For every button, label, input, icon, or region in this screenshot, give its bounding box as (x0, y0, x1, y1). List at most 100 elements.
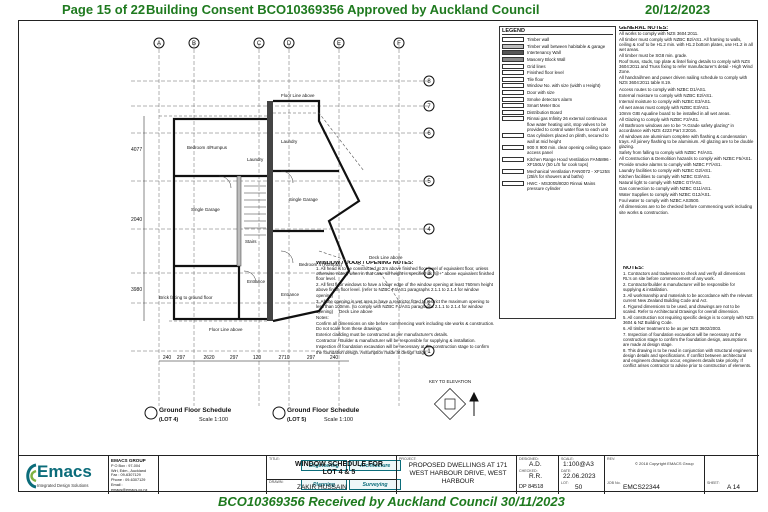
project-label: PROJECT: (399, 457, 417, 461)
project-cell: PROJECT: PROPOSED DWELLINGS AT 171 WEST … (397, 456, 517, 494)
legend-item: Tile floor (502, 76, 613, 82)
scale-value: 1:100@A3 (563, 461, 594, 468)
grid-row-5: 5 (427, 179, 431, 185)
legend-label: Door with size (527, 89, 555, 95)
general-note-item: Natural light to comply with NZBC G7/AS1… (619, 180, 703, 186)
job-cell: REV: JOB No. EMCS22344 (605, 456, 705, 494)
window-note-item: Inspection of foundation excavation will… (316, 344, 490, 355)
legend-label: Masonry Block Wall (527, 56, 566, 62)
label-deck-line-above: Deck Line above (369, 255, 403, 260)
service-architecture: Architecture (349, 460, 401, 471)
general-note-item: All Glazing to comply with NZBC F2/AS1. (619, 116, 700, 122)
general-note-item: All Construction & Demolition hazards to… (619, 156, 752, 162)
lot4-schedule-lot: (LOT 4) (159, 417, 178, 423)
legend-label: Timber wall (527, 37, 550, 43)
notes-title: NOTES: (623, 266, 644, 271)
drawn-by: ZAKIR HUSSAIN (297, 484, 347, 491)
legend-label: Intertenancy Wall (527, 50, 561, 56)
address-cell: EMACS GROUP P O Box : 97-004 Wiri, Edm.,… (109, 456, 159, 494)
legend-label: Timber wall between habitable & garage (527, 43, 606, 49)
construction-note-item: 1. Contractors and tradesman to check an… (623, 271, 746, 281)
drawn-label: DRAWN: (269, 480, 284, 484)
legend-swatch (502, 145, 524, 151)
general-notes: GENERAL NOTES: All works to comply with … (619, 26, 754, 263)
lot5-section-marker (272, 406, 286, 420)
label-brick-facing: Brick facing to ground floor (159, 295, 213, 300)
legend-item: Timber wall between habitable & garage (502, 43, 613, 49)
job-label: JOB No. (607, 481, 621, 485)
designed-by: A.D. (529, 461, 542, 468)
address-line: Wiri, Edm., Auckland (111, 468, 147, 473)
general-note-item: Gas connection to comply with NZBC G11/A… (619, 186, 712, 192)
lot4-schedule-title: Ground Floor Schedule (159, 407, 232, 414)
legend-item: Grid lines (502, 63, 613, 69)
legend-item: 900 X 900 min. clear opening ceiling spa… (502, 145, 613, 155)
legend-label: Smoke detectors alarm (527, 96, 573, 102)
legend-label: HWC - MS3005/8020 Rinnai Mains pressure … (527, 180, 596, 191)
address-line: P O Box : 97-004 (111, 463, 141, 468)
sheet-label: SHEET: (707, 481, 720, 485)
address-line: Phone : 09-6307129 (111, 478, 146, 483)
grid-row-7: 7 (427, 104, 431, 110)
lot5-schedule-lot: (LOT 5) (287, 417, 306, 423)
legend-title: LEGEND (502, 28, 613, 36)
room-lot4-stairs: Stairs (245, 239, 257, 244)
window-note-item: 3. All the opening in wet area to have a… (316, 298, 490, 314)
designed-label: DESIGNED: (519, 457, 539, 461)
dim-left-1: 4077 (131, 147, 142, 153)
lot4-section-marker (144, 406, 158, 420)
window-note-item: Exterior cladding must be constructed as… (316, 332, 449, 338)
rev-label: REV: (607, 457, 616, 461)
general-note-item: All windows are aluminium complete with … (619, 133, 754, 149)
dim-bottom-3: 2620 (203, 355, 214, 361)
grid-col-f: F (397, 41, 401, 47)
elevation-key-icon (433, 387, 467, 421)
general-note-item: 10mm GIB Aqualine board to be installed … (619, 110, 731, 116)
grid-row-4: 4 (427, 227, 431, 233)
legend-swatch (502, 133, 524, 139)
lot4-garage-wall (236, 175, 242, 267)
legend-label: Kitchen Range Hood Ventilation FAN5896 -… (527, 156, 612, 168)
grid-col-c: C (257, 41, 262, 47)
general-note-item: Foul water to comply with NZBC AS3500. (619, 198, 700, 204)
label-deck-line-above-2: Deck Line above (339, 309, 373, 314)
dim-left-3: 3980 (131, 287, 142, 293)
service-engineering: Engineering (301, 460, 347, 471)
floor-plan: A B C D E F 8 7 6 5 4 3 2 1 (131, 37, 479, 423)
dim-bottom-1: 240 (163, 355, 172, 361)
general-note-item: All works to comply with NZS 3604:2011. (619, 31, 699, 37)
legend-label: Distribution Board (527, 109, 562, 115)
general-note-item: External moisture to comply with NZBC E2… (619, 92, 713, 98)
legend-item: Smart Meter Box (502, 103, 613, 109)
legend-swatch (502, 83, 524, 89)
legend-swatch (502, 168, 524, 174)
emacs-logo-icon (26, 463, 37, 489)
room-lot4-laundry: Laundry (247, 157, 264, 162)
logo-wordmark: Emacs (37, 462, 92, 481)
door-swings (218, 170, 294, 284)
legend-label: Grid lines (527, 63, 546, 69)
intertenancy-wall (267, 101, 273, 321)
legend-swatch (502, 116, 524, 122)
window-notes-title: WINDOW / DOOR / OPENING NOTES: (316, 261, 414, 266)
design-cell: DESIGNED: A.D. CHECKED: R.R. DP 84518 (517, 456, 559, 494)
general-note-item: Provide smoke alarms to comply with NZBC… (619, 162, 722, 168)
legend-label: Window No. with size (width x Height) (527, 83, 601, 89)
legend-label: Smart Meter Box (527, 103, 560, 109)
legend-label: 900 X 900 min. clear opening ceiling spa… (527, 145, 611, 156)
sheet-cell: SHEET: A 14 (705, 456, 759, 494)
company-name: EMACS GROUP (111, 458, 146, 463)
window-note-item: Contractor / Builder & manufacturer will… (316, 338, 476, 344)
legend-swatch (502, 76, 524, 82)
dim-bottom-5: 120 (253, 355, 262, 361)
room-bedroom-4: Bedroom 4/Rumpus (187, 145, 228, 150)
legend-label: Rinnai gas Infinity 26 external continuo… (527, 116, 609, 132)
legend-item: Intertenancy Wall (502, 50, 613, 56)
general-note-item: Water Supplies to comply with NZBC G12/A… (619, 192, 712, 198)
general-note-item: All Bathroom windows are to be "A Grade … (619, 122, 734, 133)
construction-note-item: 7. Inspection of foundation excavation w… (623, 332, 747, 347)
scale-cell: SCALE: 1:100@A3 DATE: 22.06.2023 LOT: 50 (559, 456, 605, 494)
legend-item: Kitchen Range Hood Ventilation FAN5896 -… (502, 156, 613, 168)
room-lot5-bedroom: Bedroom 4 (Rumpus) (299, 262, 343, 267)
floor-lines-above (159, 112, 400, 322)
